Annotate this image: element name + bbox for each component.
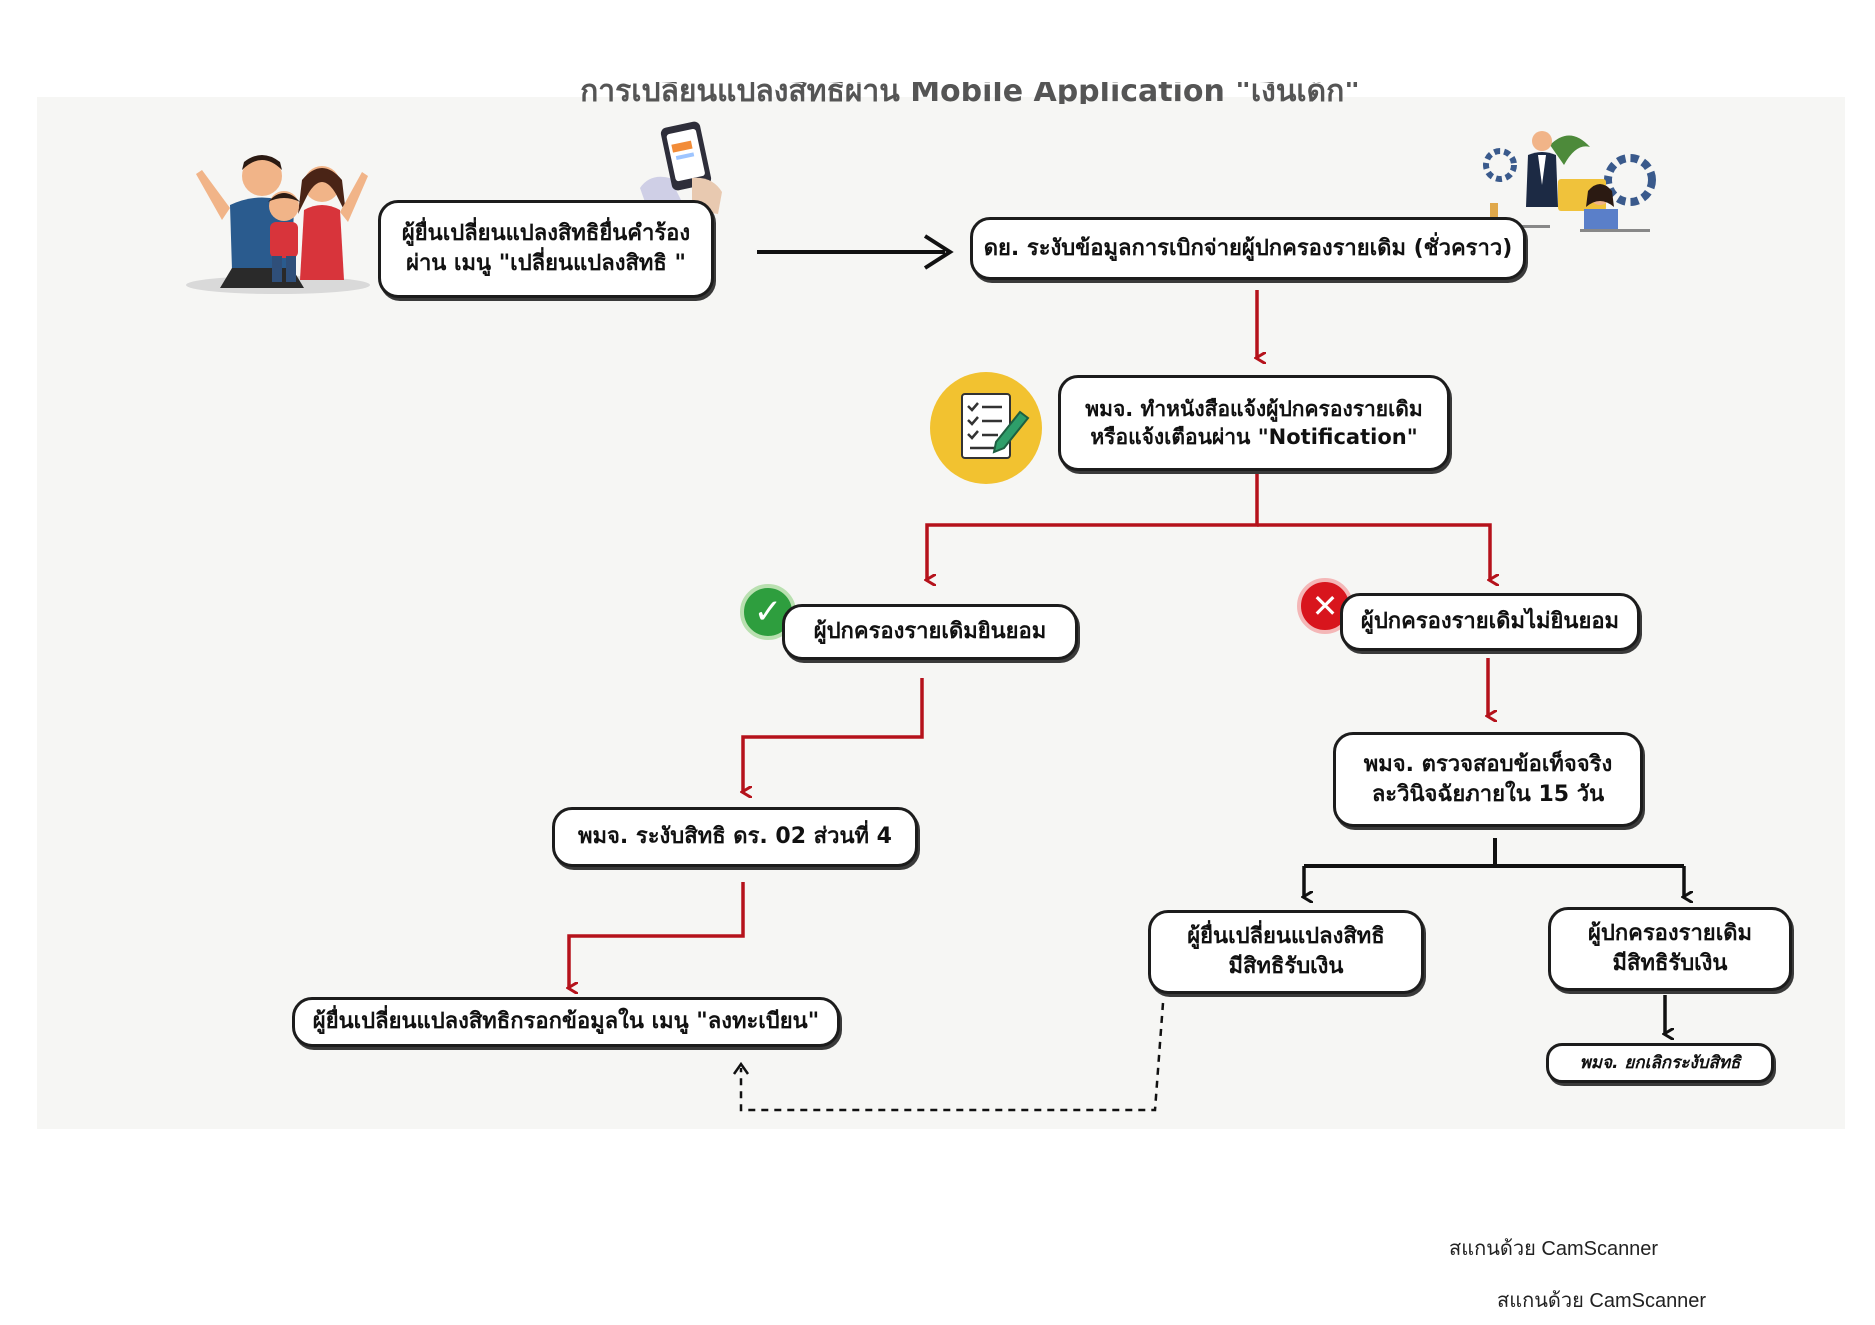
checklist-document-icon [930,372,1042,484]
dotted-applicant-to-register [739,1002,1165,1112]
node-notify-original-guardian: พมจ. ทำหนังสือแจ้งผู้ปกครองรายเดิมหรือแจ… [1058,375,1450,471]
node-notify-line1: พมจ. ทำหนังสือแจ้งผู้ปกครองรายเดิม [1085,396,1423,421]
node-guardian-consents: ผู้ปกครองรายเดิมยินยอม [782,604,1078,660]
diagram-title: การเปลี่ยนแปลงสิทธิผ่าน Mobile Applicati… [540,82,1400,104]
node-applicant-entitled: ผู้ยื่นเปลี่ยนแปลงสิทธิมีสิทธิรับเงิน [1148,910,1424,994]
node-consent-line1: ผู้ปกครองรายเดิมยินยอม [813,619,1047,645]
mobile-phone-hand-icon [640,121,722,216]
arrow-consent-to-suspend-rights [743,678,924,792]
node-submit-request: ผู้ยื่นเปลี่ยนแปลงสิทธิยื่นคำร้องผ่าน เม… [378,200,714,298]
node-notify-line2: หรือแจ้งเตือนผ่าน "Notification" [1090,425,1418,449]
node-investigate-facts: พมจ. ตรวจสอบข้อเท็จจริงละวินิจฉัยภายใน 1… [1333,732,1643,827]
node-submit-line2: ผ่าน เมนู "เปลี่ยนแปลงสิทธิ " [406,251,686,276]
node-applicant-entitled-line1: ผู้ยื่นเปลี่ยนแปลงสิทธิ [1187,924,1385,950]
arrow-suspend-rights-to-register [569,882,745,988]
diagram-title-text: การเปลี่ยนแปลงสิทธิผ่าน Mobile Applicati… [580,82,1360,104]
split-notify-branches [927,472,1259,580]
node-no-consent-line1: ผู้ปกครองรายเดิมไม่ยินยอม [1360,609,1620,635]
node-register-menu: ผู้ยื่นเปลี่ยนแปลงสิทธิกรอกข้อมูลใน เมนู… [292,997,840,1047]
node-suspend-payment: ดย. ระงับข้อมูลการเบิกจ่ายผู้ปกครองรายเด… [970,217,1526,280]
split-investigate-outcomes [1304,838,1684,897]
node-investigate-line2: ละวินิจฉัยภายใน 15 วัน [1371,781,1605,807]
node-original-entitled-line2: มีสิทธิรับเงิน [1612,951,1728,976]
footer-scanner-note-1: สแกนด้วย CamScanner [1449,1238,1659,1260]
node-original-entitled: ผู้ปกครองรายเดิมมีสิทธิรับเงิน [1548,907,1792,991]
node-suspend-rights-line1: พมจ. ระงับสิทธิ ดร. 02 ส่วนที่ 4 [578,824,892,850]
node-guardian-refuses: ผู้ปกครองรายเดิมไม่ยินยอม [1340,593,1640,651]
node-submit-line1: ผู้ยื่นเปลี่ยนแปลงสิทธิยื่นคำร้อง [401,221,691,247]
node-suspend-rights: พมจ. ระงับสิทธิ ดร. 02 ส่วนที่ 4 [552,807,918,867]
arrow-submit-to-suspend [757,234,954,270]
node-register-line1: ผู้ยื่นเปลี่ยนแปลงสิทธิกรอกข้อมูลใน เมนู… [312,1009,820,1035]
dotted-arrowhead [732,1061,750,1075]
node-original-entitled-line1: ผู้ปกครองรายเดิม [1587,921,1753,947]
family-illustration-icon [186,155,370,294]
node-cancel-suspension-line1: พมจ. ยกเลิกระงับสิทธิ [1579,1052,1741,1073]
node-cancel-suspension: พมจ. ยกเลิกระงับสิทธิ [1546,1043,1774,1083]
node-investigate-line1: พมจ. ตรวจสอบข้อเท็จจริง [1363,751,1613,777]
node-suspend-payment-line1: ดย. ระงับข้อมูลการเบิกจ่ายผู้ปกครองรายเด… [983,235,1513,261]
node-applicant-entitled-line2: มีสิทธิรับเงิน [1228,954,1344,979]
split-notify-right [1257,523,1490,580]
footer-scanner-note-2: สแกนด้วย CamScanner [1497,1290,1707,1312]
